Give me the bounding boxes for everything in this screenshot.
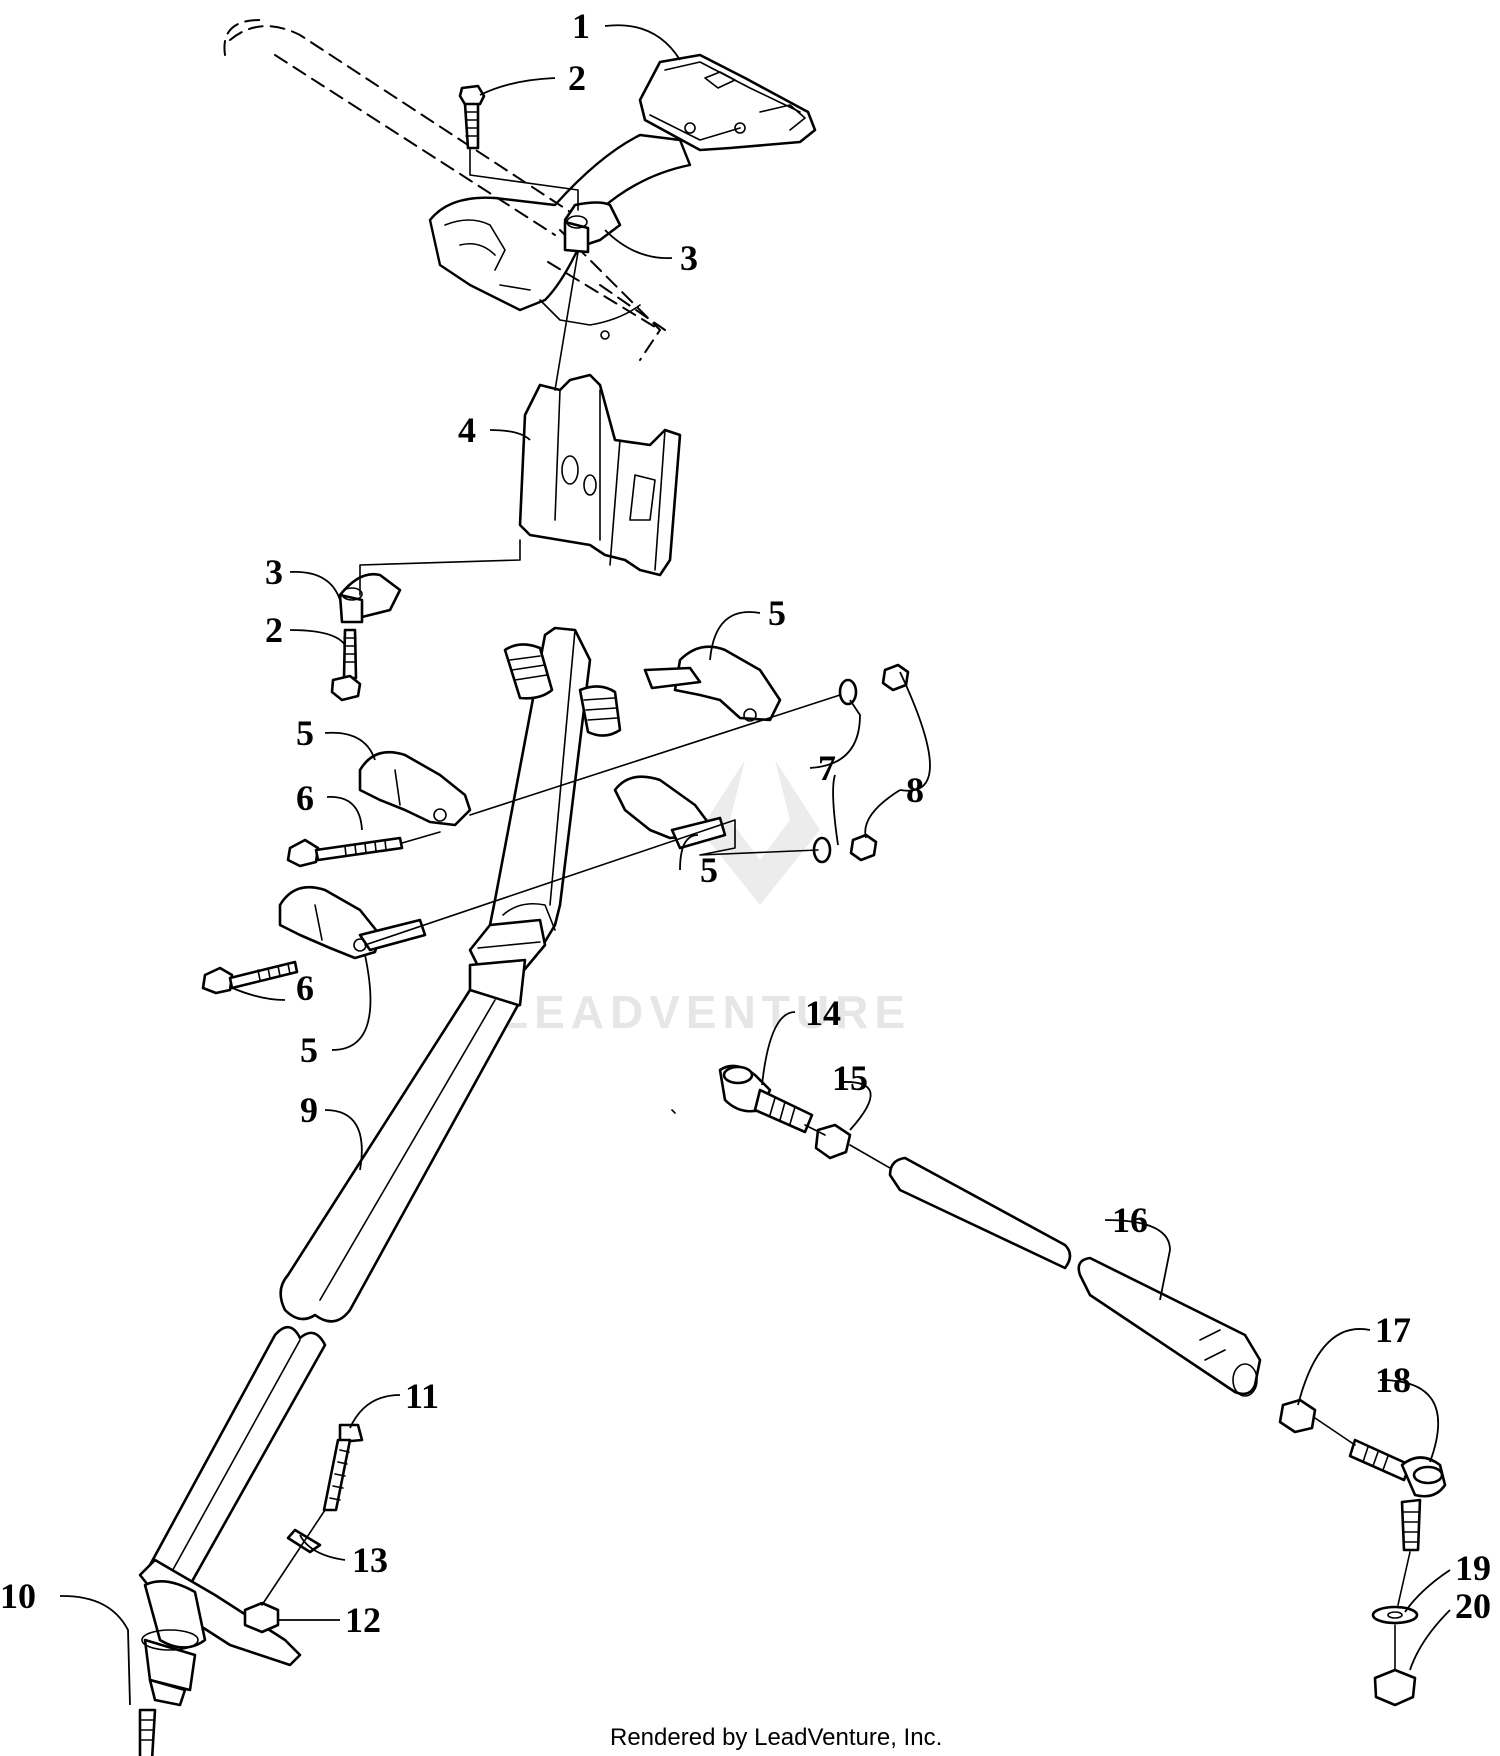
assembly-lines-lower-left: [261, 1509, 326, 1606]
clamp-part-3-bottom: [338, 572, 402, 624]
callout-17: 17: [1375, 1310, 1411, 1350]
clamp-part-5-top-right: [643, 645, 782, 722]
nut-part-20: [1373, 1668, 1417, 1707]
assembly-lines-clamps: [364, 694, 841, 946]
riser-block-part-4: [518, 373, 682, 577]
callout-5-top-right: 5: [768, 593, 786, 633]
bolt-part-6-upper: [286, 836, 404, 868]
watermark-text: LEADVENTURE: [500, 986, 911, 1038]
callout-7: 7: [818, 748, 836, 788]
callout-6-upper: 6: [296, 778, 314, 818]
tie-rod-part-16: [888, 1156, 1262, 1397]
steering-shaft-part-9: [138, 626, 622, 1707]
callout-10: 10: [0, 1576, 36, 1616]
callout-15: 15: [832, 1058, 868, 1098]
callout-3-top: 3: [680, 238, 698, 278]
nut-part-10: [138, 1708, 157, 1756]
callout-12: 12: [345, 1600, 381, 1640]
callout-5-mid-right: 5: [700, 850, 718, 890]
callout-5-mid-left: 5: [296, 713, 314, 753]
washer-part-19: [1371, 1605, 1419, 1625]
bolt-part-6-lower: [201, 960, 299, 995]
tie-rod-end-part-14: [718, 1064, 814, 1134]
callout-3-bottom: 3: [265, 552, 283, 592]
callout-1: 1: [572, 6, 590, 46]
bolt-part-11: [322, 1423, 364, 1512]
jam-nut-part-15: [814, 1123, 852, 1160]
handlebar-cover-part-1: [638, 53, 817, 152]
nuts-part-8: [849, 663, 910, 862]
handlebar-center-section: [428, 133, 692, 340]
callout-8: 8: [906, 770, 924, 810]
leadventure-watermark: LEADVENTURE: [500, 760, 911, 1038]
callout-20: 20: [1455, 1586, 1491, 1626]
callout-5-bottom-left: 5: [300, 1030, 318, 1070]
clamp-part-5-bottom-left: [278, 885, 427, 960]
clamp-part-5-mid-left: [358, 750, 472, 827]
callout-18: 18: [1375, 1360, 1411, 1400]
tie-rod-end-part-18: [1348, 1438, 1447, 1552]
handlebar-phantom: [223, 19, 666, 361]
callout-6-lower: 6: [296, 968, 314, 1008]
nut-part-12: [243, 1601, 280, 1634]
callout-4: 4: [458, 410, 476, 450]
callout-numbers: 1 2 3 4 3 2 5 5 6 7 8 5 6 5 9 14 15 16 1…: [0, 6, 1491, 1640]
assembly-lines-right: [671, 1109, 1411, 1671]
bolt-part-2-top: [458, 84, 486, 150]
callout-2-bottom: 2: [265, 610, 283, 650]
assembly-lines-upper: [359, 147, 579, 596]
callout-13: 13: [352, 1540, 388, 1580]
callout-16: 16: [1112, 1200, 1148, 1240]
footer-credit: Rendered by LeadVenture, Inc.: [610, 1724, 942, 1751]
callout-19: 19: [1455, 1548, 1491, 1588]
callout-14: 14: [805, 993, 841, 1033]
clamp-part-5-mid-right: [613, 775, 727, 850]
washers-part-7: [812, 678, 858, 864]
callout-11: 11: [405, 1376, 439, 1416]
clamp-part-3-top: [563, 201, 622, 254]
callout-9: 9: [300, 1090, 318, 1130]
callout-2-top: 2: [568, 58, 586, 98]
callout-leaders: [59, 24, 1451, 1706]
bolt-part-2-bottom: [330, 628, 362, 702]
